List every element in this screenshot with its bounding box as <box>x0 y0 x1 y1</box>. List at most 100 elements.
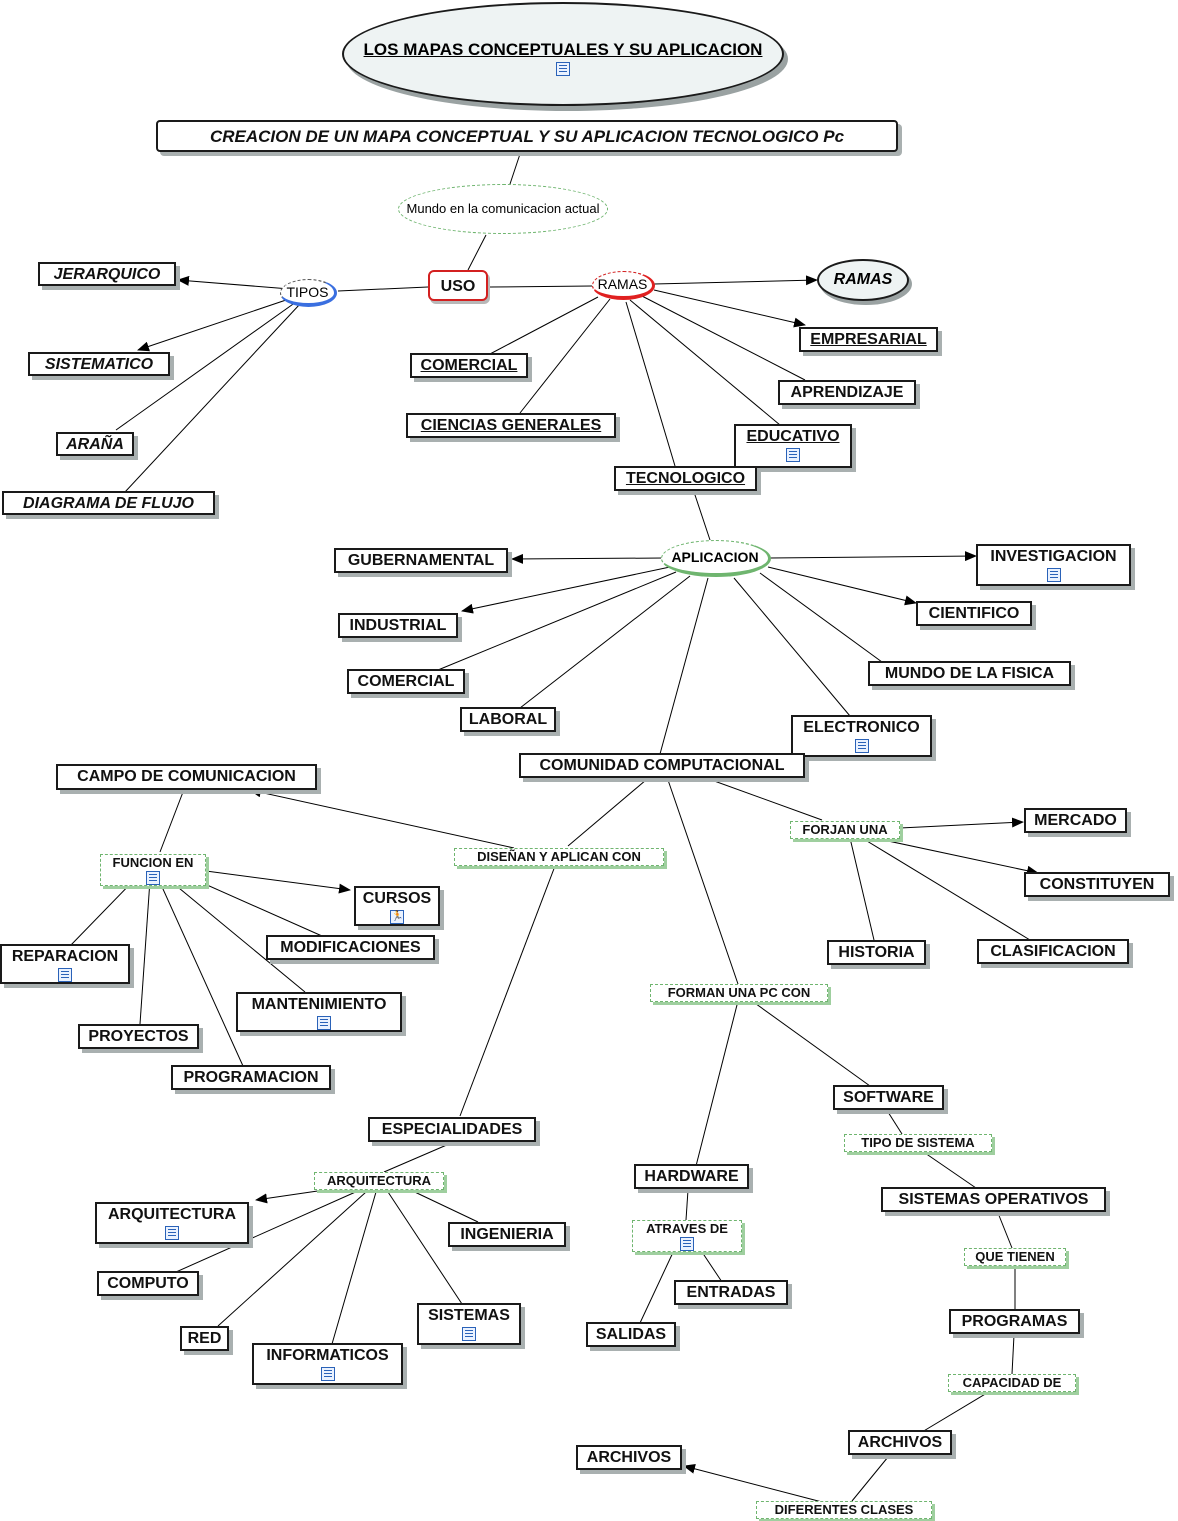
forjan-historia[interactable]: HISTORIA <box>827 940 926 965</box>
link-funcion-en-label: FUNCION EN <box>112 855 194 870</box>
funcion-reparacion[interactable]: REPARACION <box>0 944 130 984</box>
forjan-constituyen[interactable]: CONSTITUYEN <box>1024 872 1170 897</box>
title-oval[interactable]: LOS MAPAS CONCEPTUALES Y SU APLICACION <box>342 2 784 106</box>
edge <box>849 837 875 941</box>
forjan-clasificacion[interactable]: CLASIFICACION <box>977 939 1129 964</box>
edge <box>759 572 883 663</box>
funcion-cursos-label: CURSOS <box>362 890 432 907</box>
link-forman-una-pc-con[interactable]: FORMAN UNA PC CON <box>650 984 828 1002</box>
document-icon[interactable] <box>556 62 570 76</box>
edge <box>997 1212 1013 1249</box>
funcion-modificaciones[interactable]: MODIFICACIONES <box>266 935 435 960</box>
rama-aprendizaje[interactable]: APRENDIZAJE <box>778 380 916 405</box>
app-investigacion[interactable]: INVESTIGACION <box>976 544 1131 586</box>
edge <box>115 301 297 431</box>
rama-comercial[interactable]: COMERCIAL <box>410 353 528 378</box>
app-electronico[interactable]: ELECTRONICO <box>791 715 932 757</box>
link-atraves-de[interactable]: ATRAVES DE <box>632 1220 742 1252</box>
hw-salidas[interactable]: SALIDAS <box>586 1322 676 1347</box>
link-arquitectura[interactable]: ARQUITECTURA <box>314 1172 444 1190</box>
document-icon[interactable] <box>320 1367 335 1381</box>
especialidades-node[interactable]: ESPECIALIDADES <box>368 1117 536 1142</box>
edge <box>924 1152 977 1189</box>
esp-ingenieria[interactable]: INGENIERIA <box>448 1222 566 1247</box>
esp-arquitectura[interactable]: ARQUITECTURA <box>95 1202 249 1244</box>
sistemas-operativos-node[interactable]: SISTEMAS OPERATIVOS <box>881 1187 1106 1212</box>
document-icon[interactable] <box>462 1327 476 1341</box>
edge <box>437 571 677 671</box>
link-capacidad-de[interactable]: CAPACIDAD DE <box>948 1374 1076 1392</box>
document-icon[interactable] <box>1046 568 1061 582</box>
edge <box>519 298 611 414</box>
document-icon[interactable] <box>680 1237 694 1251</box>
edge <box>921 1389 993 1433</box>
edge <box>733 577 851 717</box>
rama-educativo-label: EDUCATIVO <box>746 428 840 445</box>
edge <box>667 779 739 985</box>
hw-entradas[interactable]: ENTRADAS <box>674 1280 788 1305</box>
document-icon[interactable] <box>317 1016 331 1030</box>
link-que-tienen[interactable]: QUE TIENEN <box>964 1248 1066 1266</box>
intro-link-oval[interactable]: Mundo en la comunicacion actual <box>398 184 608 234</box>
edge <box>751 1000 871 1087</box>
ramas-node[interactable]: RAMAS <box>592 271 655 300</box>
document-icon[interactable] <box>854 739 869 753</box>
funcion-proyectos[interactable]: PROYECTOS <box>78 1024 199 1049</box>
rama-tecnologico[interactable]: TECNOLOGICO <box>614 466 757 491</box>
programas-node[interactable]: PROGRAMAS <box>949 1309 1080 1334</box>
esp-computo[interactable]: COMPUTO <box>97 1271 199 1296</box>
esp-sistemas-label: SISTEMAS <box>428 1307 510 1324</box>
link-forjan-una[interactable]: FORJAN UNA <box>790 821 900 839</box>
document-icon[interactable] <box>146 871 160 885</box>
app-comercial[interactable]: COMERCIAL <box>347 669 465 694</box>
app-cientifico[interactable]: CIENTIFICO <box>916 601 1032 626</box>
link-disenan-y-aplican-con[interactable]: DISEÑAN Y APLICAN CON <box>454 848 664 866</box>
rama-ciencias-generales[interactable]: CIENCIAS GENERALES <box>406 413 616 438</box>
document-icon[interactable] <box>786 448 800 462</box>
run-icon[interactable]: 🏃 <box>390 910 404 924</box>
ramas-target-oval[interactable]: RAMAS <box>817 259 909 301</box>
software-node[interactable]: SOFTWARE <box>833 1085 944 1110</box>
tipo-diagrama-de-flujo[interactable]: DIAGRAMA DE FLUJO <box>2 491 215 515</box>
comunidad-computacional[interactable]: COMUNIDAD COMPUTACIONAL <box>519 753 805 778</box>
edge <box>693 491 711 541</box>
campo-de-comunicacion[interactable]: CAMPO DE COMUNICACION <box>56 764 317 790</box>
uso-node[interactable]: USO <box>428 270 488 301</box>
link-funcion-en[interactable]: FUNCION EN <box>100 854 206 886</box>
app-industrial[interactable]: INDUSTRIAL <box>338 613 458 638</box>
esp-informaticos[interactable]: INFORMATICOS <box>252 1343 403 1385</box>
tipo-arana[interactable]: ARAÑA <box>56 432 134 456</box>
edge <box>124 303 301 493</box>
app-laboral[interactable]: LABORAL <box>460 707 556 732</box>
app-gubernamental[interactable]: GUBERNAMENTAL <box>334 548 508 573</box>
archivos-target-node[interactable]: ARCHIVOS <box>576 1445 682 1470</box>
document-icon[interactable] <box>165 1226 179 1240</box>
edge <box>387 1191 463 1305</box>
document-icon[interactable] <box>58 968 72 982</box>
edge <box>217 1191 367 1327</box>
hardware-node[interactable]: HARDWARE <box>634 1164 749 1189</box>
tipos-node[interactable]: TIPOS <box>280 279 337 307</box>
esp-sistemas[interactable]: SISTEMAS <box>417 1303 521 1345</box>
edge <box>653 289 806 328</box>
tipo-sistematico[interactable]: SISTEMATICO <box>28 352 170 376</box>
archivos-node[interactable]: ARCHIVOS <box>848 1430 952 1455</box>
funcion-cursos[interactable]: CURSOS 🏃 <box>354 886 440 926</box>
funcion-programacion[interactable]: PROGRAMACION <box>171 1065 331 1090</box>
page-title: LOS MAPAS CONCEPTUALES Y SU APLICACION <box>363 40 763 59</box>
rama-educativo[interactable]: EDUCATIVO <box>734 424 852 468</box>
forjan-mercado[interactable]: MERCADO <box>1024 808 1127 833</box>
edge <box>1011 1334 1015 1375</box>
rama-empresarial[interactable]: EMPRESARIAL <box>799 327 938 352</box>
edge <box>383 1143 450 1173</box>
link-atraves-de-label: ATRAVES DE <box>646 1221 728 1236</box>
aplicacion-node[interactable]: APLICACION <box>661 540 771 577</box>
link-diferentes-clases[interactable]: DIFERENTES CLASES <box>756 1501 932 1519</box>
link-tipo-de-sistema[interactable]: TIPO DE SISTEMA <box>844 1134 992 1152</box>
tipo-jerarquico[interactable]: JERARQUICO <box>38 262 176 286</box>
app-mundo-de-la-fisica[interactable]: MUNDO DE LA FISICA <box>868 661 1071 686</box>
funcion-mantenimiento[interactable]: MANTENIMIENTO <box>236 992 402 1032</box>
subtitle-node[interactable]: CREACION DE UN MAPA CONCEPTUAL Y SU APLI… <box>156 120 898 152</box>
esp-red[interactable]: RED <box>180 1326 229 1351</box>
